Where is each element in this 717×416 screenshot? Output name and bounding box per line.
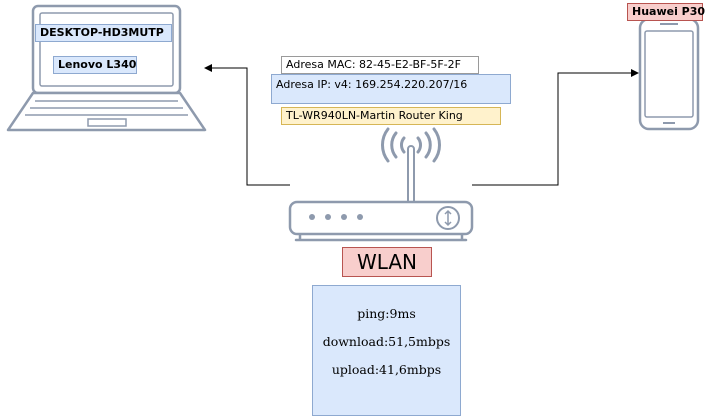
connector-to-phone	[472, 69, 639, 186]
router-name-label: TL-WR940LN-Martin Router King	[281, 107, 501, 125]
laptop-hostname-label: DESKTOP-HD3MUTP	[35, 24, 172, 42]
phone-icon	[638, 17, 700, 131]
connector-to-laptop	[204, 64, 290, 186]
phone-model-label: Huawei P30	[627, 3, 705, 21]
network-stats-box: ping:9ms download:51,5mbps upload:41,6mb…	[312, 285, 461, 416]
ping-value: ping:9ms	[357, 306, 416, 321]
upload-speed: upload:41,6mbps	[331, 362, 442, 377]
laptop-model-label: Lenovo L340	[53, 56, 137, 74]
router-ip-label: Adresa IP: v4: 169.254.220.207/16	[271, 74, 511, 104]
download-speed: download:51,5mbps	[322, 334, 451, 349]
router-mac-label: Adresa MAC: 82-45-E2-BF-5F-2F	[281, 56, 479, 74]
wlan-label: WLAN	[342, 247, 432, 277]
router-icon	[288, 127, 474, 242]
